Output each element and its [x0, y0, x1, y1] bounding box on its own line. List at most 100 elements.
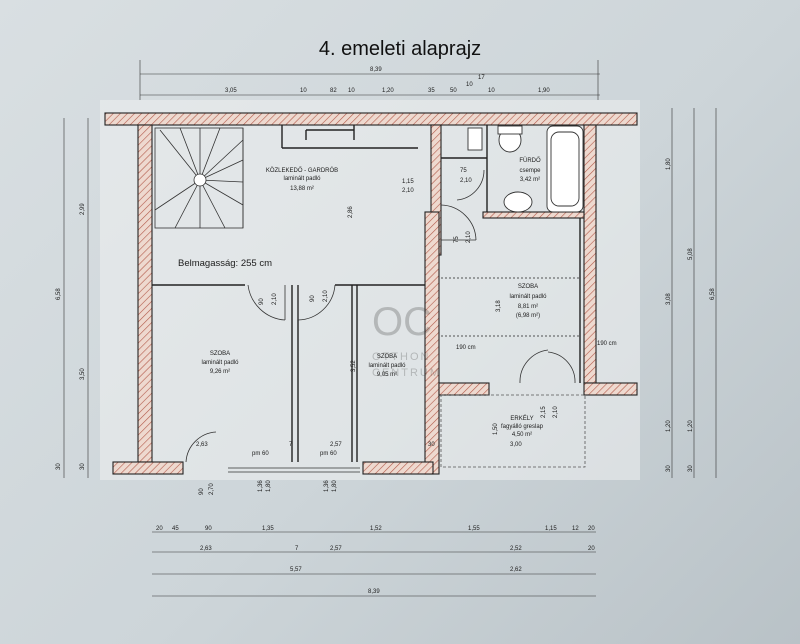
bathtub	[546, 125, 584, 213]
room-middle: SZOBA laminált padló 9,05 m²	[368, 354, 406, 378]
dim-bottom-557: 5,57	[290, 567, 302, 573]
interior-dim: 2,10	[402, 188, 414, 194]
interior-dim: 2,10	[553, 406, 559, 418]
interior-dim: 2,63	[196, 442, 208, 448]
dim-bottom-item: 20	[588, 546, 595, 552]
interior-dim: 90	[259, 298, 265, 305]
watermark: OC OTTHON CENTRUM	[372, 300, 441, 379]
interior-dim: pm 60	[320, 451, 337, 457]
watermark-line2: CENTRUM	[372, 367, 441, 379]
svg-text:4,50 m²: 4,50 m²	[512, 432, 532, 438]
washbasin	[503, 191, 533, 213]
wall-right-room-bottom	[438, 382, 490, 396]
watermark-logo: OC	[372, 300, 432, 344]
svg-text:SZOBA: SZOBA	[377, 354, 397, 360]
interior-dim: 30	[428, 442, 435, 448]
watermark-line1: OTTHON	[372, 351, 430, 363]
wall-bottom-right	[583, 382, 638, 396]
interior-dim: 1,80	[332, 480, 338, 492]
dim-top-item: 10	[348, 88, 355, 94]
svg-text:laminált padló: laminált padló	[201, 360, 239, 366]
dim-bottom-item: 20	[156, 526, 163, 532]
dim-left-total: 6,58	[56, 288, 62, 300]
interior-dim: 7	[289, 442, 293, 448]
interior-dim: 190 cm	[456, 345, 476, 351]
sink-left	[467, 127, 483, 151]
dim-top-item: 1,20	[382, 88, 394, 94]
interior-dim: 1,36	[258, 480, 264, 492]
dim-top-item: 82	[330, 88, 337, 94]
svg-text:(6,98 m²): (6,98 m²)	[516, 313, 540, 319]
dim-bottom-item: 20	[588, 526, 595, 532]
interior-dim: 3,18	[496, 300, 502, 312]
dim-bottom-item: 7	[295, 546, 299, 552]
dim-bottom-item: 12	[572, 526, 579, 532]
dim-left-a: 2,99	[80, 203, 86, 215]
interior-dim: 2,10	[272, 293, 278, 305]
dim-right-g: 30	[688, 465, 694, 472]
svg-text:fagyálló greslap: fagyálló greslap	[501, 424, 544, 430]
dim-right-e: 5,08	[688, 248, 694, 260]
svg-text:9,26 m²: 9,26 m²	[210, 369, 230, 375]
dim-top-17: 17	[478, 75, 485, 81]
balcony-outline	[440, 394, 586, 468]
interior-dim: pm 60	[252, 451, 269, 457]
interior-dim: 2,10	[466, 231, 472, 243]
dim-right-a: 1,80	[666, 158, 672, 170]
room-corridor: KÖZLEKEDŐ - GARDRÓB laminált padló 13,88…	[266, 167, 338, 192]
room-left: SZOBA laminált padló 9,26 m²	[201, 351, 239, 375]
dim-top-item: 3,05	[225, 88, 237, 94]
dim-left-d: 30	[56, 463, 62, 470]
dim-top-item: 10	[300, 88, 307, 94]
interior-dim: 190 cm	[597, 341, 617, 347]
wall-bath-bottom	[482, 211, 585, 219]
dim-left	[63, 118, 89, 478]
svg-text:laminált padló: laminált padló	[283, 176, 321, 182]
dim-bottom	[152, 531, 596, 597]
dim-right-total: 6,58	[710, 288, 716, 300]
staircase	[154, 127, 244, 229]
svg-text:ERKÉLY: ERKÉLY	[510, 415, 533, 422]
svg-text:csempe: csempe	[519, 168, 541, 174]
dim-top-item: 35	[428, 88, 435, 94]
dim-bottom-row2: 2,63 7 2,57 2,52 20	[200, 546, 595, 552]
dim-bottom-262: 2,62	[510, 567, 522, 573]
dim-bottom-item: 2,63	[200, 546, 212, 552]
dim-left-b: 3,50	[80, 368, 86, 380]
svg-text:laminált padló: laminált padló	[368, 363, 406, 369]
doors	[185, 169, 576, 473]
dim-bottom-item: 2,57	[330, 546, 342, 552]
interior-dim: 1,50	[493, 423, 499, 435]
dim-top-item: 50	[450, 88, 457, 94]
partitions	[152, 125, 581, 462]
interior-dim: 2,70	[209, 483, 215, 495]
interior-dim: 2,57	[330, 442, 342, 448]
bath-fixtures	[467, 125, 584, 213]
dim-right-d: 30	[666, 465, 672, 472]
svg-text:SZOBA: SZOBA	[518, 284, 538, 290]
interior-dim: 1,80	[266, 480, 272, 492]
interior-dim: 75	[460, 168, 467, 174]
dim-bottom-item: 45	[172, 526, 179, 532]
dim-bottom-item: 2,52	[510, 546, 522, 552]
interior-dim: 2,10	[323, 290, 329, 302]
interior-dim: 3,00	[510, 442, 522, 448]
dim-bottom-total: 8,39	[368, 589, 380, 595]
svg-text:SZOBA: SZOBA	[210, 351, 230, 357]
dim-right-b: 3,08	[666, 293, 672, 305]
interior-dim: 90	[310, 295, 316, 302]
walls	[104, 112, 638, 475]
dim-right	[671, 108, 717, 478]
interior-dim: 1,36	[324, 480, 330, 492]
room-bath: FÜRDŐ csempe 3,42 m²	[519, 157, 541, 183]
svg-text:13,88 m²: 13,88 m²	[290, 186, 314, 192]
interior-dim: 2,10	[460, 178, 472, 184]
dim-bottom-item: 1,52	[370, 526, 382, 532]
interior-dim: 3,52	[351, 360, 357, 372]
dim-right-f: 1,20	[688, 420, 694, 432]
dim-right-c: 1,20	[666, 420, 672, 432]
dim-top	[139, 60, 600, 100]
